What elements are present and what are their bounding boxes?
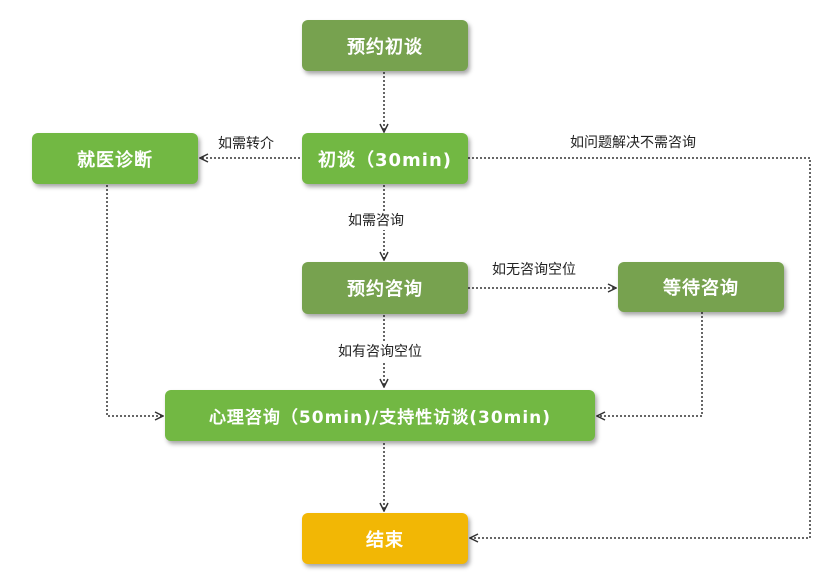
label-problem-solved: 如问题解决不需咨询	[568, 134, 698, 152]
label-no-vacancy: 如无咨询空位	[490, 261, 578, 279]
arrow-referral-to-counseling	[106, 185, 163, 416]
node-booking-counseling: 预约咨询	[302, 262, 468, 314]
node-initial-booking: 预约初谈	[302, 20, 468, 71]
node-waiting-counseling: 等待咨询	[618, 262, 784, 312]
label-has-vacancy: 如有咨询空位	[336, 343, 424, 361]
node-end: 结束	[302, 513, 468, 564]
node-initial-talk: 初谈（30min)	[302, 133, 468, 184]
arrow-talk-to-end	[468, 157, 811, 538]
label-referral-needed: 如需转介	[216, 135, 276, 153]
arrow-waiting-to-counseling	[597, 312, 703, 416]
label-counseling-needed: 如需咨询	[346, 212, 406, 230]
node-counseling: 心理咨询（50min)/支持性访谈(30min)	[165, 390, 595, 441]
node-medical-referral: 就医诊断	[32, 133, 198, 184]
